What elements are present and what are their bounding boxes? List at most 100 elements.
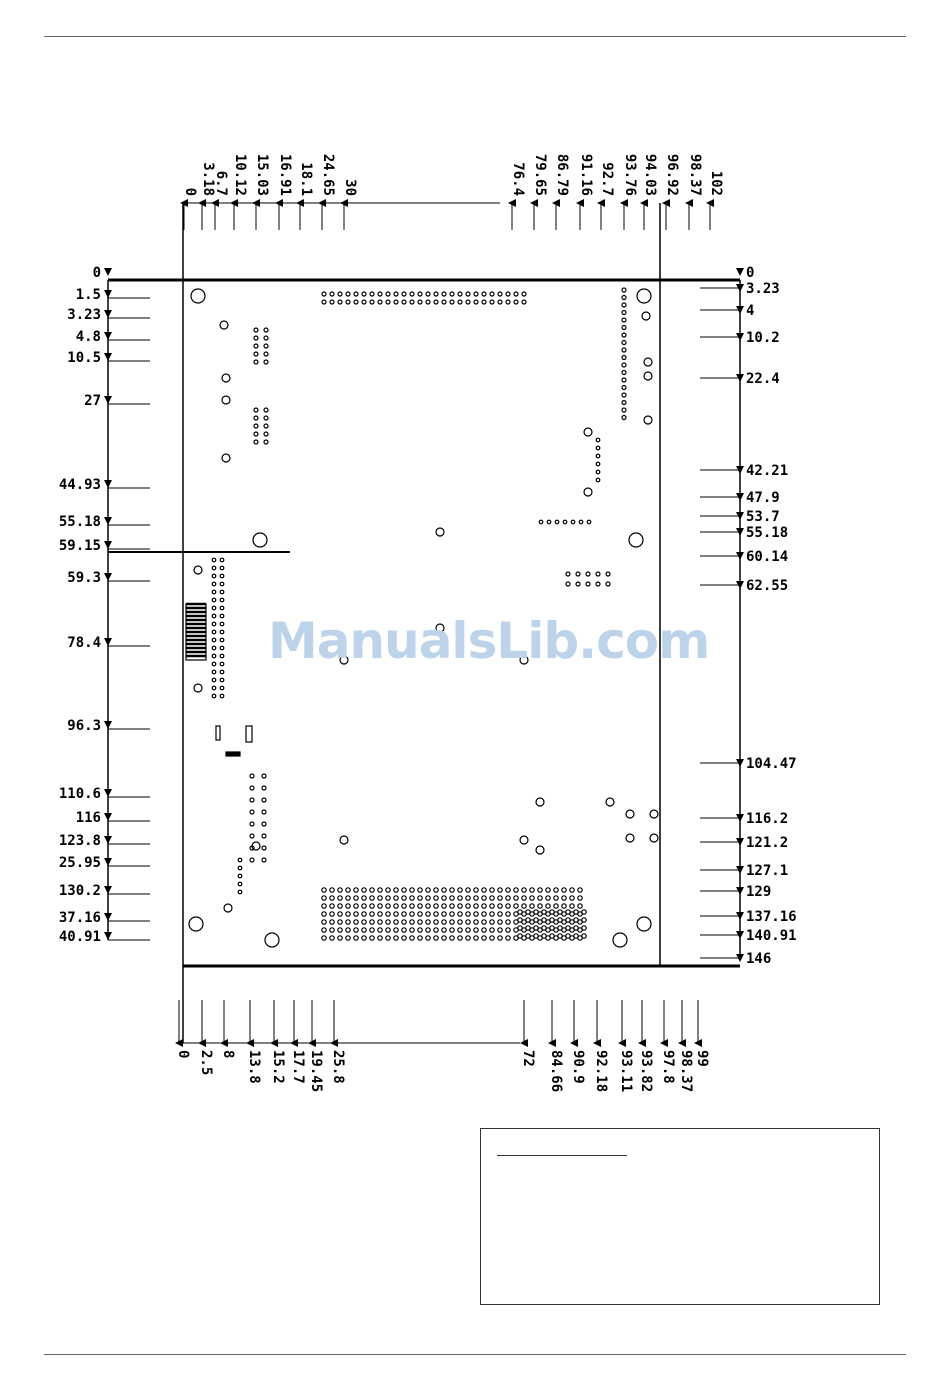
pad (361, 903, 367, 909)
pad (425, 903, 431, 909)
left-arrow (104, 836, 112, 844)
bottom-arrow (520, 1039, 528, 1047)
pad (517, 917, 523, 923)
pad (513, 895, 519, 901)
bottom-arrow (246, 1039, 254, 1047)
pad (595, 477, 601, 483)
top-dim-label: 3.18 (200, 162, 216, 196)
pad (521, 291, 527, 297)
pad (621, 347, 627, 353)
pad (261, 821, 267, 827)
pad (525, 917, 531, 923)
pad (473, 887, 479, 893)
pad (261, 833, 267, 839)
pad (377, 299, 383, 305)
pad (562, 519, 568, 525)
pad (575, 581, 581, 587)
pad (361, 299, 367, 305)
pad (369, 903, 375, 909)
pad (417, 903, 423, 909)
left-dim-label: 25.95 (59, 855, 101, 871)
pad (337, 903, 343, 909)
top-arrow (340, 199, 348, 207)
pad (425, 911, 431, 917)
right-dim-label: 4 (746, 303, 754, 319)
pad (409, 927, 415, 933)
bottom-arrow (290, 1039, 298, 1047)
mounting-hole (188, 916, 204, 932)
pad (481, 903, 487, 909)
pad (425, 927, 431, 933)
pad (361, 927, 367, 933)
pad (505, 299, 511, 305)
pad (585, 581, 591, 587)
mounting-hole (628, 532, 644, 548)
right-arrow (736, 552, 744, 560)
pad (581, 909, 587, 915)
dimension-leaders (108, 203, 740, 1043)
pad (537, 903, 543, 909)
right-arrow (736, 912, 744, 920)
pad (219, 693, 225, 699)
pad (517, 909, 523, 915)
pad (541, 909, 547, 915)
pad (621, 369, 627, 376)
top-dim-label: 10.12 (232, 154, 248, 196)
pad (465, 919, 471, 925)
pad (211, 613, 217, 619)
bottom-arrow (308, 1039, 316, 1047)
pad (481, 919, 487, 925)
pad (261, 773, 267, 779)
via (251, 841, 261, 851)
pad (219, 589, 225, 595)
bottom-dim-label: 8 (220, 1050, 236, 1058)
pad (581, 925, 587, 931)
pad (249, 785, 255, 791)
pad (425, 299, 431, 305)
pad (377, 919, 383, 925)
left-dim-label: 27 (84, 393, 101, 409)
pad (621, 309, 627, 316)
pad (369, 291, 375, 297)
top-dim-label: 96.92 (664, 154, 680, 196)
via (535, 845, 545, 855)
pad (263, 439, 269, 445)
pad (219, 645, 225, 651)
pad (565, 925, 571, 931)
pad (489, 887, 495, 893)
pad (575, 571, 581, 577)
pad (401, 291, 407, 297)
right-dim-label: 104.47 (746, 756, 797, 772)
left-arrow (104, 913, 112, 921)
left-arrow (104, 638, 112, 646)
pad (361, 291, 367, 297)
pad (219, 677, 225, 683)
pad (433, 895, 439, 901)
pad (577, 903, 583, 909)
pad (529, 887, 535, 893)
pad (569, 895, 575, 901)
via (193, 565, 203, 575)
pad (377, 887, 383, 893)
pad (497, 299, 503, 305)
pad (393, 919, 399, 925)
top-arrow (318, 199, 326, 207)
pad (353, 895, 359, 901)
pad (219, 637, 225, 643)
right-arrow (736, 466, 744, 474)
pad (425, 895, 431, 901)
pad (457, 291, 463, 297)
left-arrow (104, 332, 112, 340)
top-arrow (597, 199, 605, 207)
pad (393, 935, 399, 941)
pad (433, 291, 439, 297)
pad (557, 909, 563, 915)
via (219, 320, 229, 330)
top-dim-label: 18.1 (298, 162, 314, 196)
pad (321, 935, 327, 941)
pad (353, 911, 359, 917)
pad (219, 613, 225, 619)
pad (219, 661, 225, 667)
pad (581, 933, 587, 939)
via (641, 311, 651, 321)
